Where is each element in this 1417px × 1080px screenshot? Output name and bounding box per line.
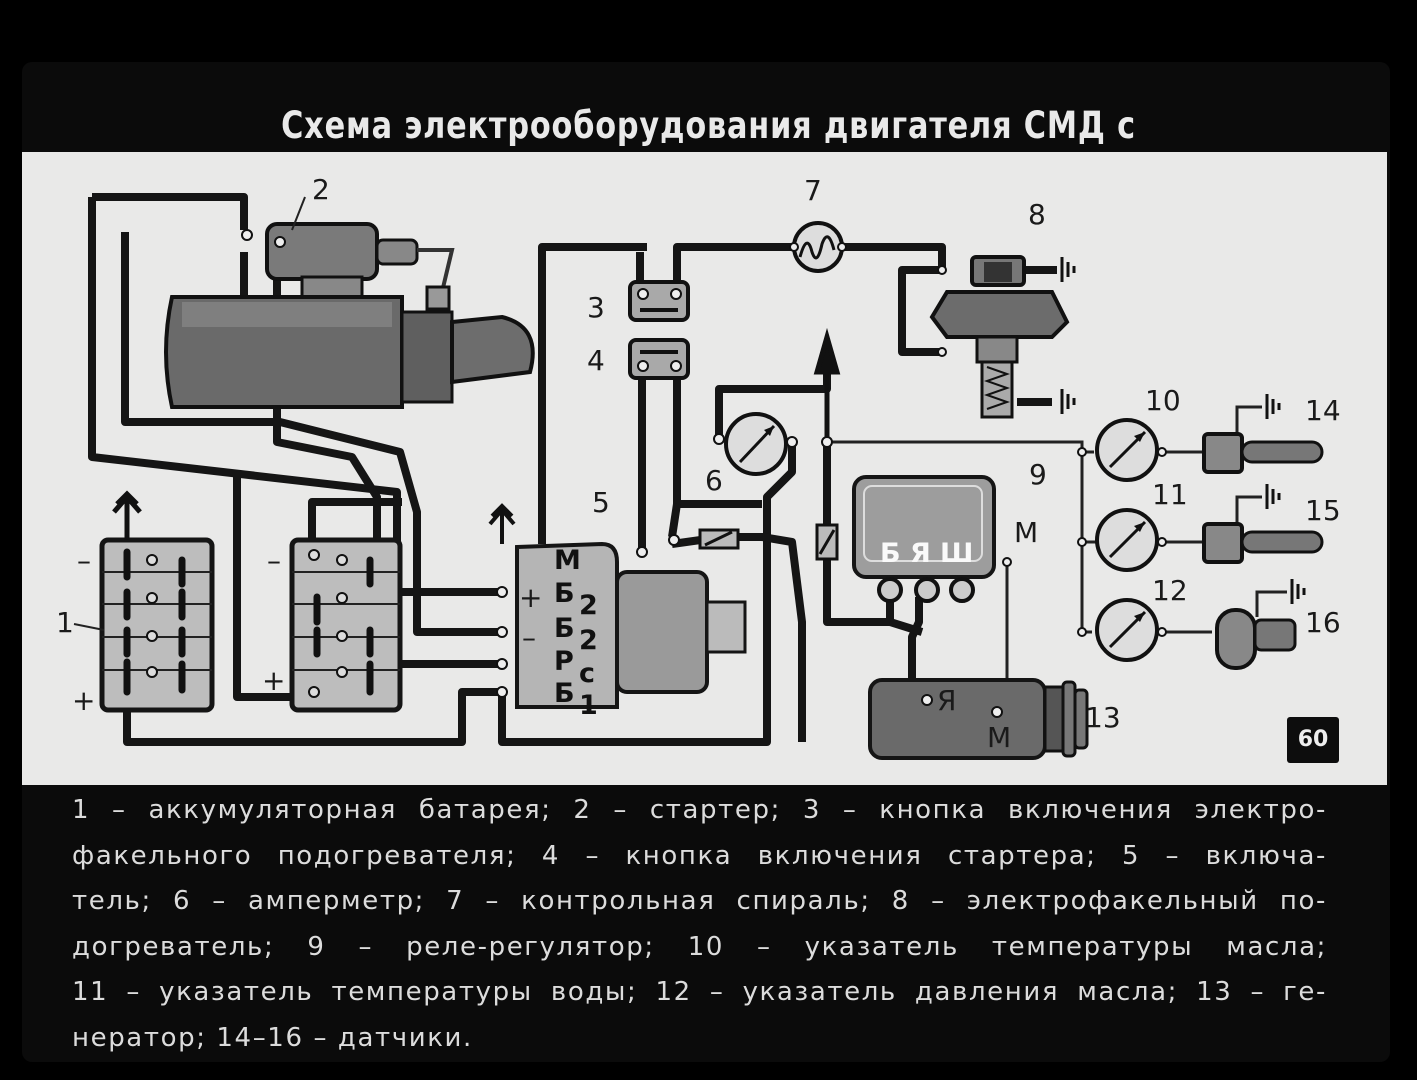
wire-ammeter-right [498, 442, 796, 746]
sensor-ground-symbols [1265, 394, 1306, 604]
switch-terminal-b1-sub: 1 [579, 690, 598, 721]
output-arrow [813, 327, 841, 442]
wire-battery1-switch-b1 [123, 688, 502, 746]
switch-terminal-b2b-sub: 2 [579, 625, 598, 656]
wire-battery2-minus [308, 498, 402, 552]
label-16: 16 [1305, 606, 1341, 639]
regulator-terminal-m: М [1014, 516, 1038, 549]
heater-ground-symbols [1060, 257, 1076, 414]
switch-terminal-m: М [554, 545, 581, 576]
label-2: 2 [312, 173, 330, 206]
battery1-ground-arrow [112, 490, 142, 540]
label-15: 15 [1305, 494, 1341, 527]
label-12: 12 [1152, 574, 1188, 607]
caption-line: факельного подогревателя; 4 – кнопка вкл… [72, 840, 1327, 871]
switch-plus-sign: + [519, 581, 542, 614]
regulator-terminal-sh: Ш [940, 538, 973, 569]
diode-2 [815, 523, 839, 561]
wire-starter-left [121, 232, 280, 426]
switch-terminal-b1: Б [554, 678, 575, 709]
wire-spiral-heater [840, 243, 946, 270]
switch-terminal-rc: Р [554, 646, 574, 677]
wire-sensor15-ground [1235, 495, 1262, 527]
ammeter [713, 412, 798, 476]
ignition-switch: М Б 2 Б 2 Р с Б 1 [515, 541, 747, 721]
wire-sensor14-ground [1235, 405, 1262, 437]
caption-line: 11 – указатель температуры воды; 12 – ук… [72, 977, 1327, 1007]
flame-heater [929, 255, 1070, 419]
caption-line: нератор; 14–16 – датчики. [72, 1022, 473, 1053]
diagram-panel: М Б 2 Б 2 Р с Б 1 [22, 152, 1387, 785]
wire-starter-switch-b2 [88, 197, 502, 596]
label-3: 3 [587, 291, 605, 324]
diode-1 [698, 528, 740, 550]
label-10: 10 [1145, 384, 1181, 417]
battery-1 [99, 537, 215, 713]
wire-heater-loop [898, 266, 942, 356]
wire-regulator-join [888, 618, 924, 636]
wire-sensor16-ground [1255, 590, 1287, 617]
button-4 [628, 338, 690, 380]
wire-b2-lower [279, 418, 502, 636]
label-6: 6 [705, 464, 723, 497]
sensor-15 [1202, 522, 1324, 564]
regulator-terminal-ya: Я [910, 538, 931, 569]
wire-starter-battery [92, 193, 248, 230]
battery-2 [289, 537, 403, 713]
relay-regulator: Б Я Ш [852, 475, 996, 603]
battery1-minus-sign: – [77, 544, 91, 577]
caption-line: 1 – аккумуляторная батарея; 2 – стартер;… [72, 795, 1327, 825]
label-7: 7 [804, 174, 822, 207]
caption-line: догреватель; 9 – реле-регулятор; 10 – ук… [72, 931, 1327, 962]
button-3 [628, 280, 690, 322]
switch-minus-sign: – [522, 621, 536, 654]
sensor-14 [1202, 432, 1324, 474]
oil-temp-gauge [1077, 418, 1167, 482]
wire-battery2-plus [233, 472, 312, 701]
switch-terminal-rc-sub: с [579, 658, 595, 689]
regulator-terminal-b: Б [880, 538, 901, 569]
legend-caption: 1 – аккумуляторная батарея; 2 – стартер;… [72, 788, 1327, 1061]
label-8: 8 [1028, 198, 1046, 231]
generator: Я М [868, 678, 1089, 760]
control-spiral [789, 221, 847, 273]
label-9: 9 [1029, 458, 1047, 491]
generator-terminal-m: М [987, 721, 1011, 754]
label-5: 5 [592, 486, 610, 519]
label-11: 11 [1152, 478, 1188, 511]
water-temp-gauge [1077, 508, 1167, 572]
sensor-16 [1215, 608, 1297, 670]
starter [164, 222, 535, 409]
battery2-plus-sign: + [262, 664, 285, 697]
label-1: 1 [56, 606, 74, 639]
battery2-minus-sign: – [267, 544, 281, 577]
wiring-diagram: М Б 2 Б 2 Р с Б 1 [56, 173, 1341, 760]
caption-line: тель; 6 – амперметр; 7 – контрольная спи… [72, 886, 1327, 916]
switch-terminal-b2a: Б [554, 578, 575, 609]
switch-terminal-b2b: Б [554, 613, 575, 644]
generator-terminal-ya: Я [937, 684, 956, 717]
wire-switch-m-bus [538, 243, 647, 544]
battery1-plus-sign: + [72, 684, 95, 717]
label-13: 13 [1085, 701, 1121, 734]
switch-terminal-b2a-sub: 2 [579, 590, 598, 621]
wire-switch-top [668, 503, 681, 538]
label-4: 4 [587, 344, 605, 377]
oil-pressure-gauge [1077, 598, 1167, 662]
wire-button3-spiral [673, 243, 800, 292]
label-14: 14 [1305, 394, 1341, 427]
page-number: 60 [1287, 717, 1339, 763]
switch-ground-arrow [488, 503, 516, 544]
